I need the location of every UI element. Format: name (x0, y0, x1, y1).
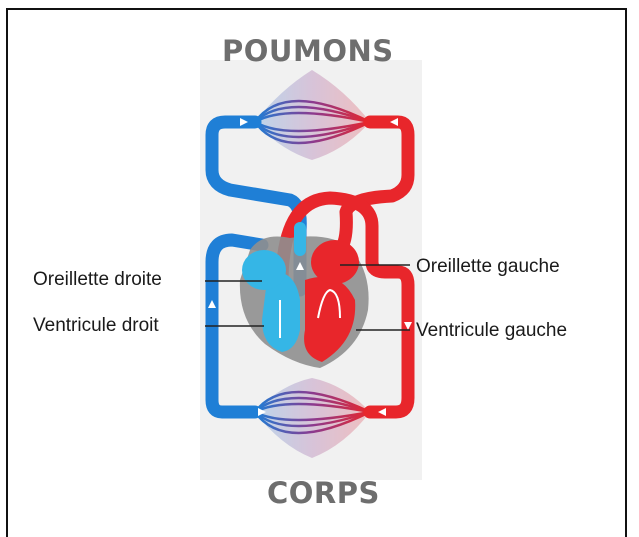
body-title: CORPS (267, 476, 380, 510)
right-atrium-label: Oreillette droite (33, 269, 162, 291)
lungs-title: POUMONS (222, 34, 394, 68)
right-atrium-shape (242, 250, 286, 290)
right-ventricle-label: Ventricule droit (33, 315, 159, 337)
left-ventricle-label: Ventricule gauche (416, 320, 567, 342)
left-atrium-shape (311, 240, 359, 284)
left-atrium-label: Oreillette gauche (416, 256, 560, 278)
